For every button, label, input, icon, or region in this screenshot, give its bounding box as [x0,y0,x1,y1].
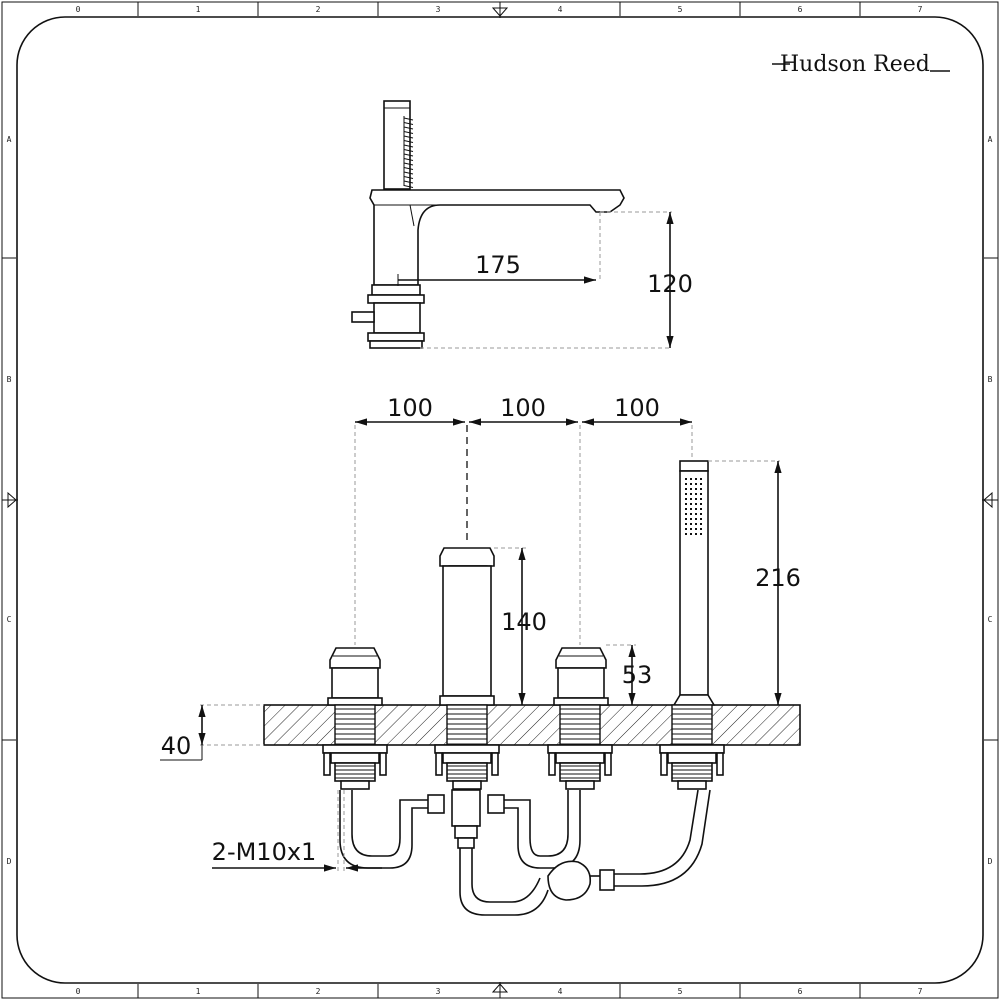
brand-name: Hudson Reed [780,52,930,77]
hose-spring [403,116,414,188]
front-elevation: 100 100 100 [160,394,801,916]
dim-spout-height: 120 [647,270,693,298]
col-label: 2 [316,5,321,14]
col-label: 4 [558,987,563,996]
row-label: D [988,857,993,866]
row-ticks [2,257,998,741]
handle-cap [371,284,421,296]
dim-handle-height: 53 [622,661,653,689]
col-label: 7 [918,5,923,14]
col-label: 7 [918,987,923,996]
col-label: 6 [798,987,803,996]
dim-spout-reach: 175 [475,251,521,279]
dim-thread: 2-M10x1 [212,838,317,866]
column-ticks [137,2,861,998]
col-label: 3 [436,987,441,996]
col-label: 0 [76,5,81,14]
bottom-centre-mark [491,982,509,998]
dim-spacing-1: 100 [387,394,433,422]
col-label: 4 [558,5,563,14]
right-handle [553,647,609,706]
left-handle [327,647,383,706]
handset-side-view [383,100,411,190]
col-label: 2 [316,987,321,996]
row-label: A [988,135,993,144]
col-label: 5 [678,5,683,14]
centre-spout [439,547,495,706]
row-label: A [7,135,12,144]
row-label: B [7,375,12,384]
row-labels-right: A B C D [988,135,993,866]
side-lever [351,311,375,323]
row-label: D [7,857,12,866]
column-labels-top: 0 1 2 3 4 5 6 7 [76,5,923,14]
left-centre-mark [2,491,18,509]
dim-handset-height: 216 [755,564,801,592]
top-centre-mark [491,2,509,18]
side-elevation: 175 120 [351,100,693,349]
spray-nozzles [685,478,702,535]
col-label: 5 [678,987,683,996]
row-label: B [988,375,993,384]
dim-spacing-2: 100 [500,394,546,422]
dim-spout-body-height: 140 [501,608,547,636]
row-label: C [988,615,993,624]
right-centre-mark [982,491,998,509]
handset [672,460,716,706]
brand-logo: Hudson Reed [772,52,950,77]
dim-spacing-3: 100 [614,394,660,422]
col-label: 0 [76,987,81,996]
row-labels-left: A B C D [7,135,12,866]
supply-hoses [339,789,711,916]
col-label: 1 [196,5,201,14]
handle-body [373,302,421,334]
col-label: 1 [196,987,201,996]
col-label: 3 [436,5,441,14]
base-flange [369,340,423,349]
threaded-tails [322,704,725,790]
col-label: 6 [798,5,803,14]
column-labels-bottom: 0 1 2 3 4 5 6 7 [76,987,923,996]
dim-deck-thickness: 40 [161,732,192,760]
row-label: C [7,615,12,624]
